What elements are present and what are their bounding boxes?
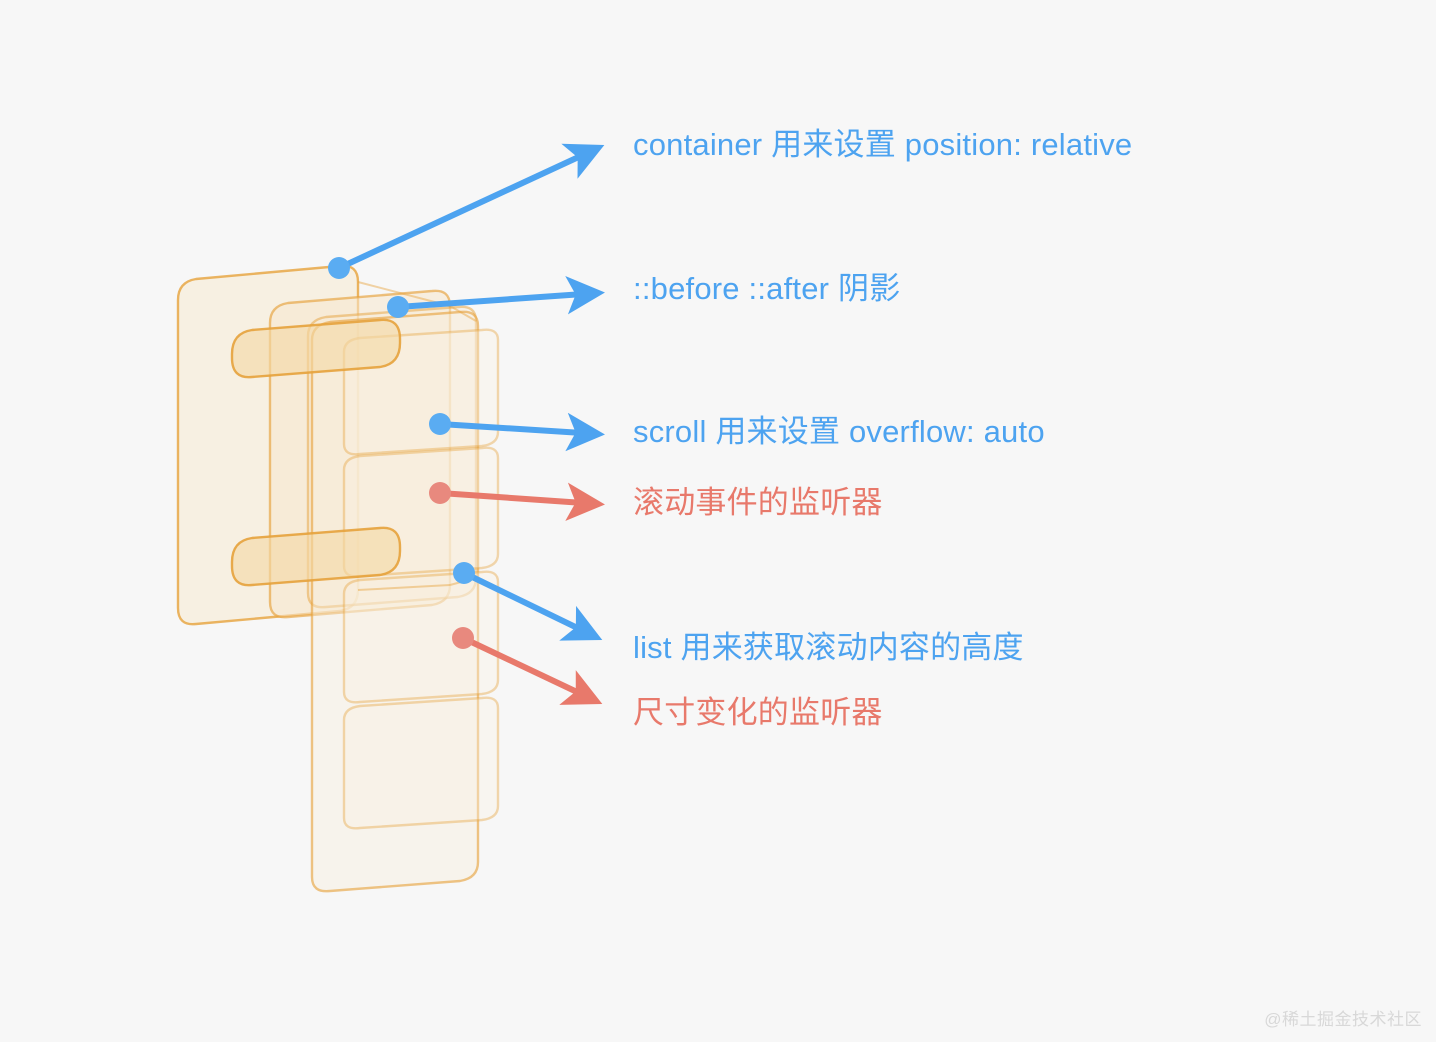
watermark: @稀土掘金技术社区: [1264, 1010, 1422, 1029]
connector-resize-listener: [461, 635, 603, 705]
dot-scroll-overflow: [429, 413, 451, 435]
annotation-label-scroll-overflow: scroll 用来设置 overflow: auto: [633, 414, 1045, 449]
annotation-dots: [328, 257, 475, 649]
dot-container: [328, 257, 350, 279]
annotation-label-list-height: list 用来获取滚动内容的高度: [633, 630, 1024, 665]
dot-scroll-listener: [429, 482, 451, 504]
after-shadow-bar: [230, 526, 402, 587]
dot-pseudo-shadow: [387, 296, 409, 318]
dot-resize-listener: [452, 627, 474, 649]
list-item-3: [342, 570, 500, 704]
dot-list-height: [453, 562, 475, 584]
layered-boxes: [176, 264, 500, 893]
before-shadow-bar: [230, 318, 402, 379]
annotation-label-pseudo-shadow: ::before ::after 阴影: [633, 271, 901, 306]
annotation-connectors: [337, 143, 605, 705]
connector-scroll-listener: [439, 482, 605, 522]
connector-container: [337, 143, 605, 271]
connector-scroll-overflow: [439, 412, 605, 452]
connector-list-height: [462, 570, 603, 641]
list-item-4: [342, 696, 500, 830]
annotation-label-resize-listener: 尺寸变化的监听器: [633, 695, 883, 730]
connector-pseudo-shadow: [397, 275, 605, 315]
annotation-label-container: container 用来设置 position: relative: [633, 127, 1133, 162]
annotation-label-scroll-listener: 滚动事件的监听器: [633, 485, 883, 520]
